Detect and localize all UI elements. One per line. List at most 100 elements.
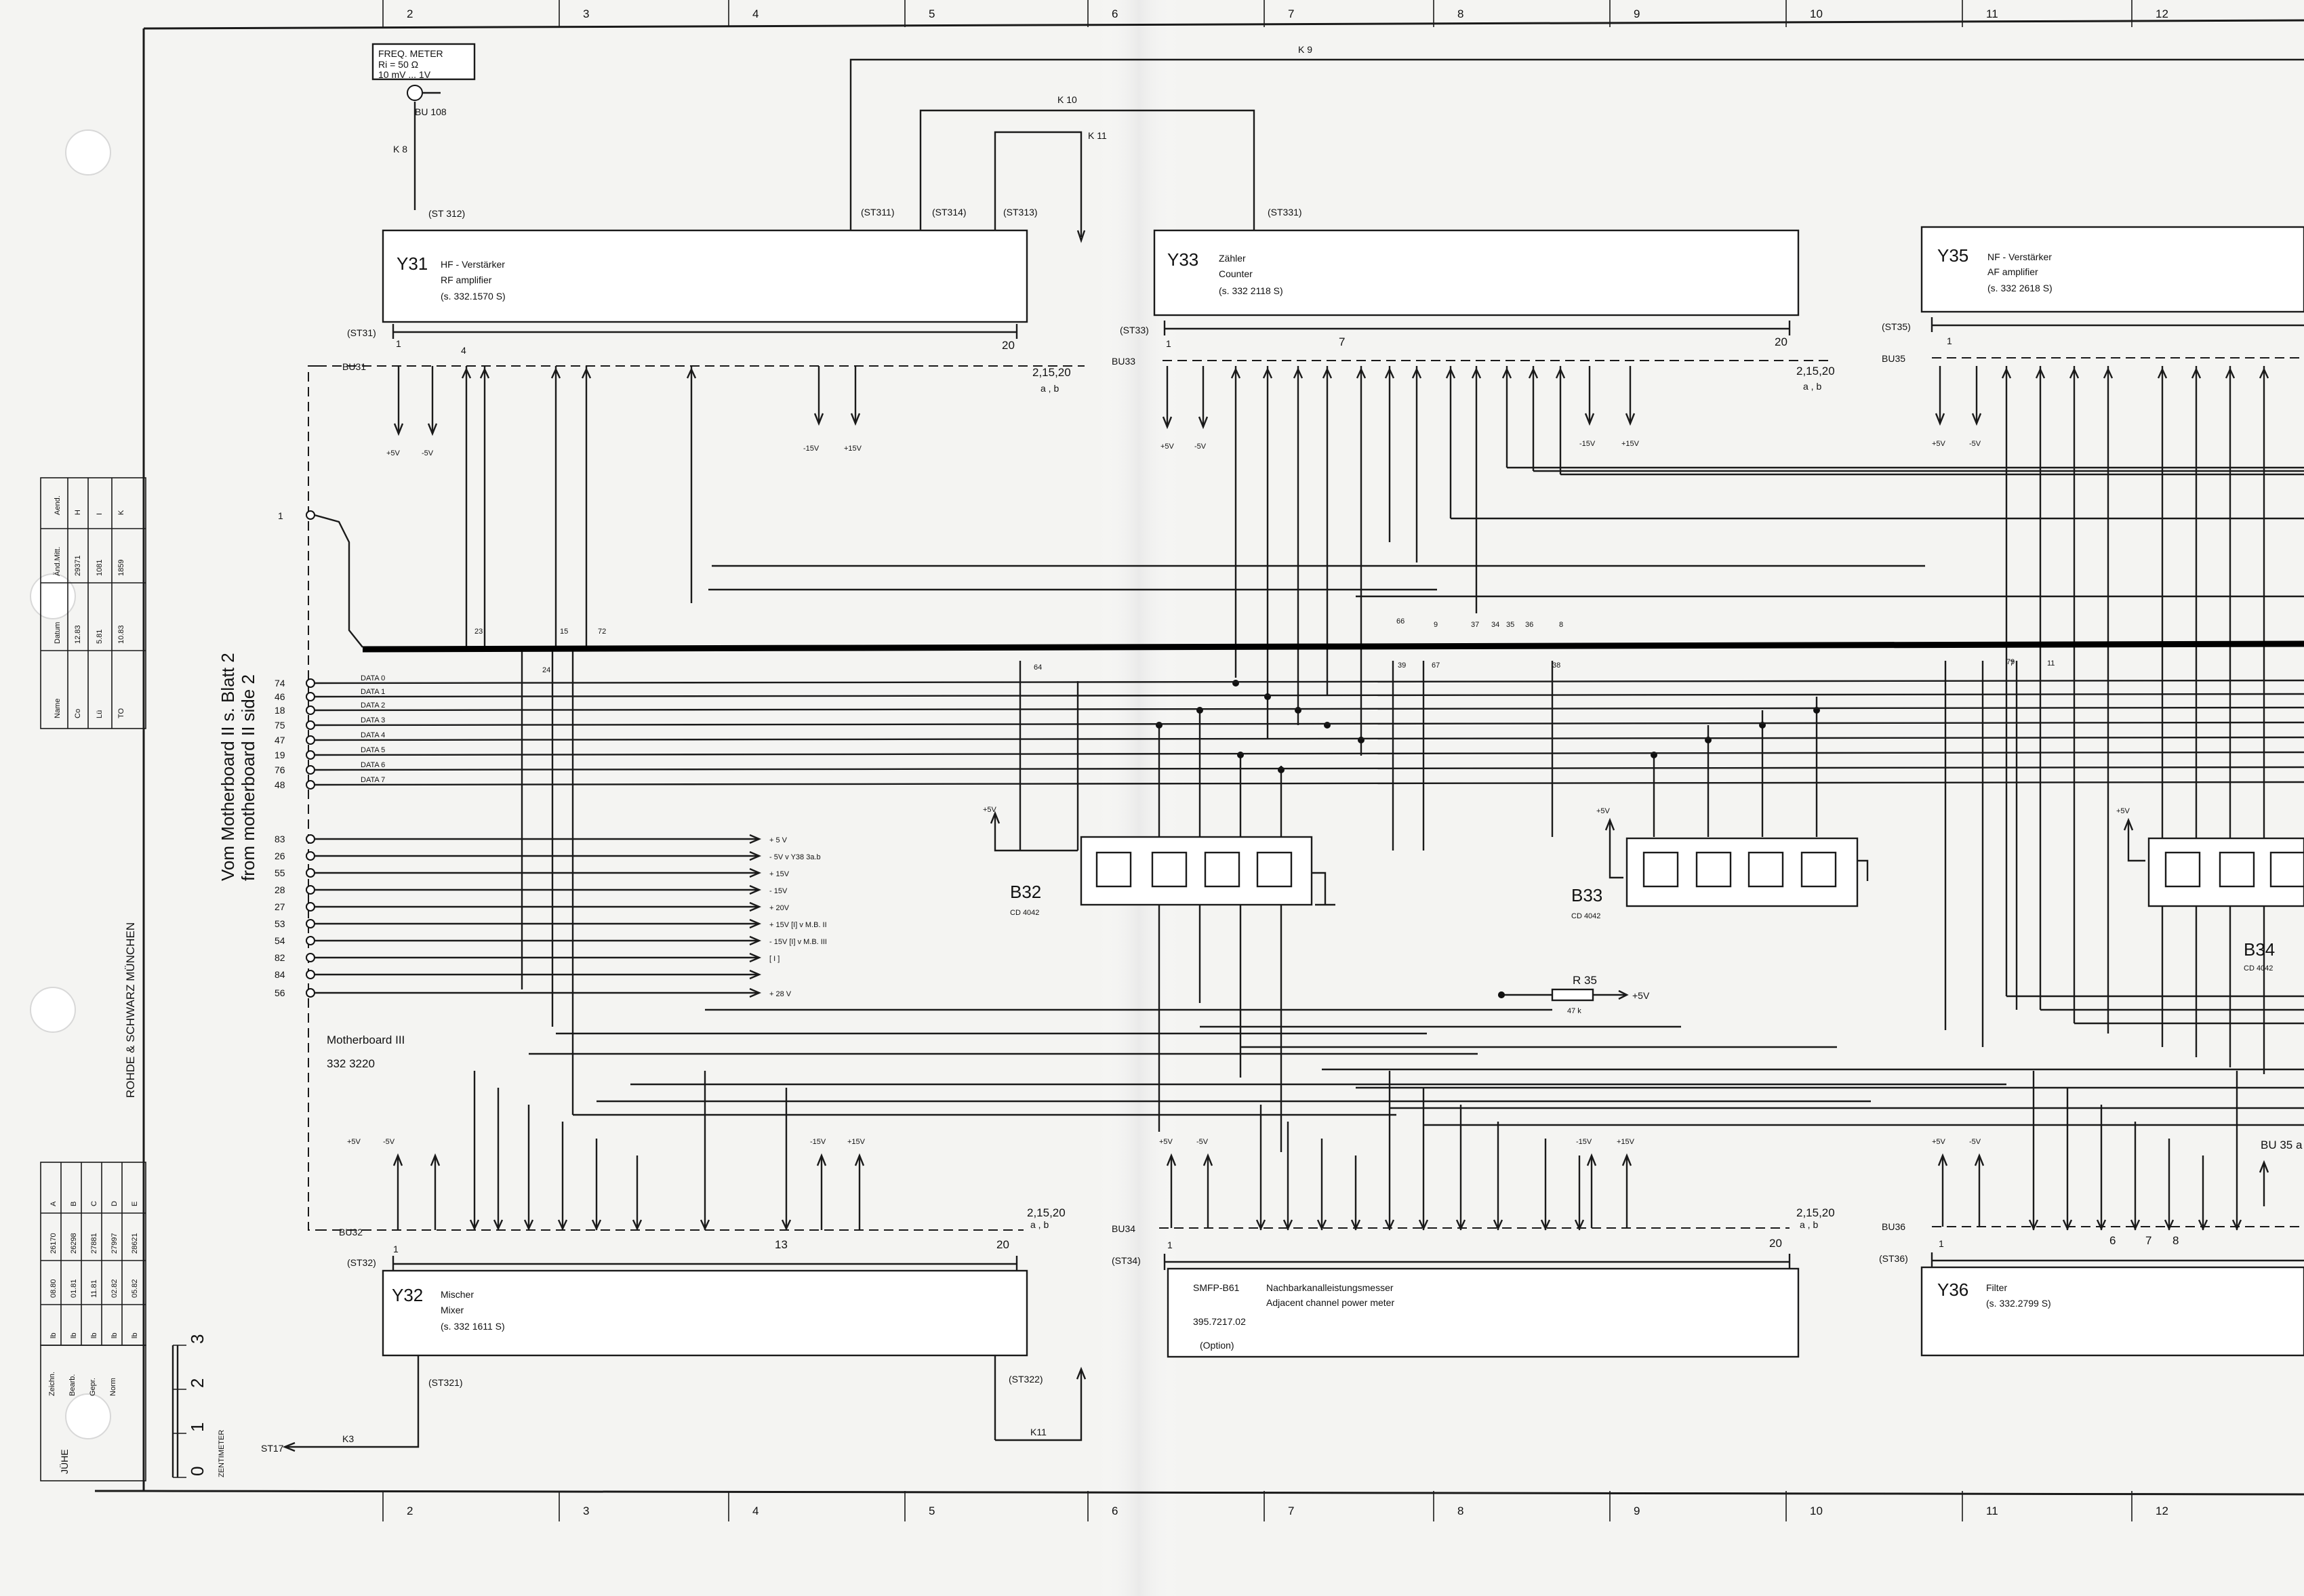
y32-ref: (s. 332 1611 S) <box>441 1321 505 1332</box>
k3-label: K3 <box>342 1433 354 1444</box>
tb-top-1-3: Lü <box>96 710 104 718</box>
b33-supply: +5V <box>1596 807 1611 815</box>
note-2-15-20-bu33: 2,15,20 <box>1796 365 1835 377</box>
tb-bottom-0-0: A <box>49 1201 58 1206</box>
note-ab-bu34: a , b <box>1800 1219 1818 1230</box>
supply-pin-2: 55 <box>275 867 285 878</box>
supply-pin-3: 28 <box>275 884 285 895</box>
bus-side-label: Vom Motherboard II s. Blatt 2 from mothe… <box>218 653 258 881</box>
tb-bottom-1-2: 01.81 <box>70 1279 78 1298</box>
st311-label: (ST311) <box>861 207 895 218</box>
data-pin-3: 75 <box>275 720 285 731</box>
b32-name: B32 <box>1010 882 1041 902</box>
bus-pin-12: 39 <box>1398 661 1406 670</box>
voltage-drops-bottom: +5V -5V -15V +15V +5V -5V -15V +15V +5V … <box>347 1138 1985 1230</box>
supply-pin-7: 82 <box>275 952 285 963</box>
scale-bar: 0 1 2 3 ZENTIMETER <box>171 1334 226 1478</box>
bus-side-de: Vom Motherboard II s. Blatt 2 <box>218 653 238 881</box>
connector-strips-top: 1 4 20 1 7 20 1 <box>392 317 2304 356</box>
bus-pin-14: 38 <box>1552 661 1560 670</box>
bus-pin-17: 11 <box>2047 659 2055 668</box>
drawing-frame <box>95 19 2304 1496</box>
st31-label: (ST31) <box>347 327 376 338</box>
supply-label-5: + 15V [I] v M.B. II <box>769 921 827 929</box>
bus-pin-8: 34 <box>1491 621 1499 629</box>
k11b-label: K11 <box>1030 1427 1047 1437</box>
y36-id: Y36 <box>1937 1280 1968 1300</box>
bus-pin-13: 67 <box>1432 661 1440 670</box>
data-label-2: DATA 2 <box>361 701 385 710</box>
column-bottom-1: 3 <box>583 1505 589 1517</box>
bus-pin-3: 24 <box>542 666 550 674</box>
supply-pin-9: 56 <box>275 987 285 998</box>
y31-de: HF - Verstärker <box>441 259 505 270</box>
tb-bottom-0-1: 26170 <box>49 1233 58 1254</box>
freq-meter-line1: FREQ. METER <box>378 48 443 59</box>
supply-label-2: + 15V <box>769 870 790 878</box>
p5-y32: +5V <box>347 1138 361 1146</box>
data-pin-0: 74 <box>275 678 285 689</box>
tb-sign-label-2: Gepr. <box>89 1378 97 1396</box>
column-top-4: 6 <box>1112 7 1118 20</box>
bus-side-en: from motherboard II side 2 <box>238 674 258 881</box>
y31-en: RF amplifier <box>441 274 492 285</box>
tb-bottom-2-2: 11.81 <box>90 1280 98 1298</box>
module-y35: Y35 NF - Verstärker AF amplifier (s. 332… <box>1882 226 2304 332</box>
column-bottom-7: 9 <box>1634 1505 1640 1517</box>
st34-label: (ST34) <box>1112 1255 1141 1266</box>
y33-ref: (s. 332 2118 S) <box>1219 285 1283 296</box>
p15-smfp: +15V <box>1617 1138 1635 1146</box>
pin-1-y35: 1 <box>1947 335 1952 346</box>
bus-pin-10: 36 <box>1525 621 1533 629</box>
bus-pin-11: 8 <box>1559 621 1563 629</box>
column-bottom-3: 5 <box>929 1505 935 1517</box>
column-top-0: 2 <box>407 7 413 20</box>
pin-13-y32: 13 <box>775 1238 788 1251</box>
b32-supply: +5V <box>983 806 997 814</box>
data-label-3: DATA 3 <box>361 716 385 724</box>
bu108-label: BU 108 <box>415 106 447 117</box>
bu35-label: BU35 <box>1882 353 1905 364</box>
st312-label: (ST 312) <box>428 208 465 219</box>
column-top-3: 5 <box>929 7 935 20</box>
tb-bottom-2-3: lb <box>90 1332 98 1338</box>
y31-id: Y31 <box>397 253 428 274</box>
m15-y31: -15V <box>803 445 820 453</box>
tb-bottom-2-1: 27881 <box>90 1233 98 1254</box>
smfp-en: Adjacent channel power meter <box>1266 1297 1394 1308</box>
bus-pin-7: 37 <box>1471 621 1479 629</box>
data-pin-6: 76 <box>275 764 285 775</box>
supply-pin-0: 83 <box>275 834 285 844</box>
tb-bottom-4-3: lb <box>131 1332 139 1338</box>
column-bottom-5: 7 <box>1288 1505 1294 1517</box>
k11-label: K 11 <box>1088 130 1107 141</box>
m5-y31: -5V <box>422 449 434 457</box>
r35-name: R 35 <box>1573 974 1597 987</box>
scale-digit-3: 3 <box>187 1334 207 1344</box>
tb-bottom-4-1: 28621 <box>131 1233 139 1254</box>
tb-bottom-3-3: lb <box>110 1332 119 1338</box>
tb-bottom-0-3: lb <box>49 1332 58 1338</box>
st36-label: (ST36) <box>1879 1253 1908 1264</box>
motherboard-iii-outline <box>308 365 317 1231</box>
supply-pin-8: 84 <box>275 969 285 980</box>
p15-y32: +15V <box>847 1138 866 1146</box>
y32-id: Y32 <box>392 1285 423 1305</box>
y36-ref: (s. 332.2799 S) <box>1986 1298 2051 1309</box>
data-pin-7: 48 <box>275 779 285 790</box>
tb-top-1-1: 1081 <box>96 560 104 576</box>
pin-8-y36: 8 <box>2172 1234 2179 1247</box>
m5-y35: -5V <box>1969 440 1981 448</box>
bu34-label: BU34 <box>1112 1223 1135 1234</box>
data-pin-1: 46 <box>275 691 285 702</box>
ic-b33: +5V B33 CD 4042 <box>1571 807 1869 920</box>
tb-bottom-3-2: 02.82 <box>110 1279 119 1298</box>
column-bottom-2: 4 <box>752 1505 759 1517</box>
y33-de: Zähler <box>1219 253 1246 264</box>
tb-top-0-1: 29371 <box>74 555 82 576</box>
tb-header-2: Datum <box>54 622 62 644</box>
